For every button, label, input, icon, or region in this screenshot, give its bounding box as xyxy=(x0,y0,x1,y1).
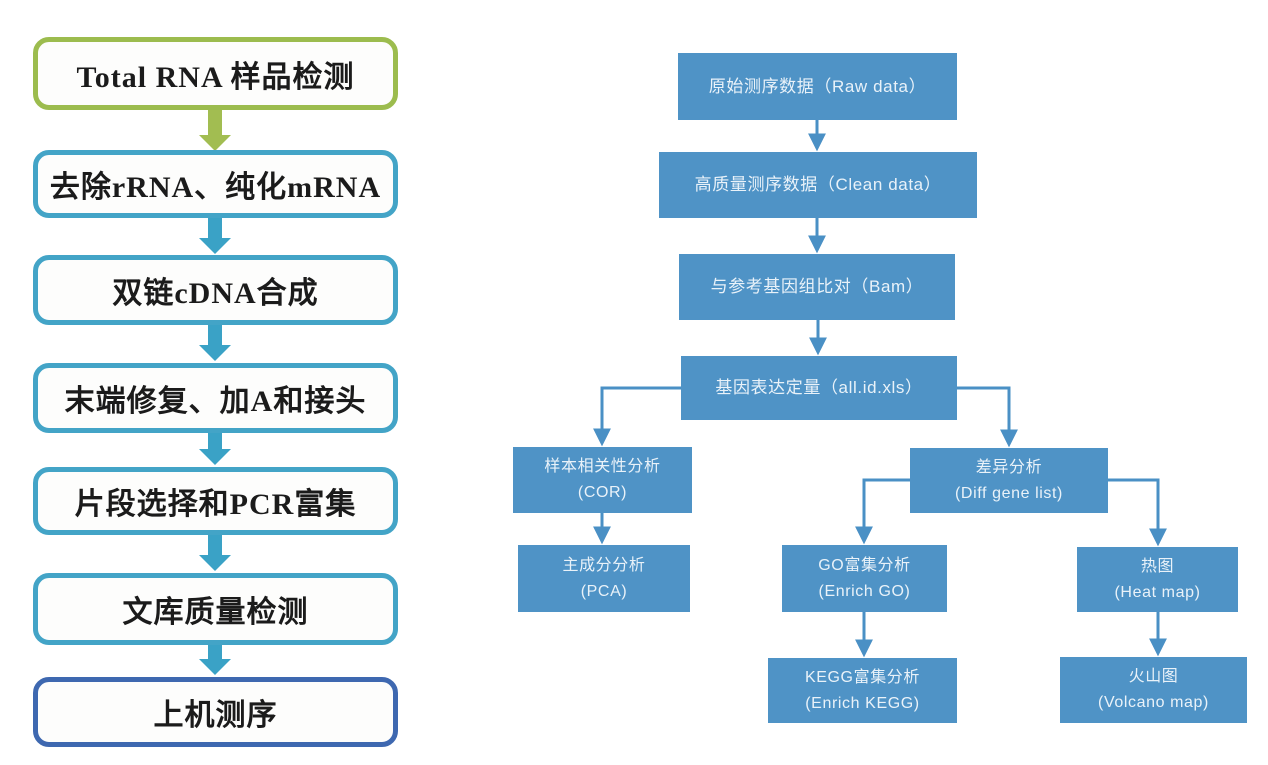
node-sublabel: (COR) xyxy=(577,484,628,501)
connector-quant-to-diff xyxy=(957,386,1018,448)
node-pca: 主成分分析 (PCA) xyxy=(518,545,690,612)
node-label: 热图 xyxy=(1140,557,1175,575)
node-heat-map: 热图 (Heat map) xyxy=(1077,547,1238,612)
node-sublabel: (Enrich KEGG) xyxy=(805,694,920,712)
step-size-selection-pcr-enrichment: 片段选择和PCR富集 xyxy=(33,467,398,535)
connector-diff-to-heatmap xyxy=(1108,478,1167,547)
node-label: 火山图 xyxy=(1128,668,1179,685)
node-label: 样本相关性分析 xyxy=(544,458,661,475)
node-raw-data: 原始测序数据（Raw data） xyxy=(678,53,957,120)
step-end-repair-a-tailing-adapter: 末端修复、加A和接头 xyxy=(33,363,398,433)
node-sublabel: (Enrich GO) xyxy=(818,582,911,600)
down-arrow-icon xyxy=(199,431,231,465)
node-label: 差异分析 xyxy=(975,458,1043,476)
node-go-enrichment: GO富集分析 (Enrich GO) xyxy=(782,545,947,612)
node-label: 高质量测序数据（Clean data） xyxy=(694,175,942,194)
node-clean-data: 高质量测序数据（Clean data） xyxy=(659,152,977,218)
step-total-rna-qc: Total RNA 样品检测 xyxy=(33,37,398,110)
node-sublabel: (Volcano map) xyxy=(1098,694,1209,711)
node-volcano-map: 火山图 (Volcano map) xyxy=(1060,657,1247,723)
node-sublabel: (Diff gene list) xyxy=(954,484,1063,502)
down-arrow-icon xyxy=(199,108,231,151)
node-label: 原始测序数据（Raw data） xyxy=(708,76,927,96)
node-sublabel: (Heat map) xyxy=(1114,583,1201,601)
node-sample-correlation-cor: 样本相关性分析 (COR) xyxy=(513,447,692,513)
node-bam-alignment: 与参考基因组比对（Bam） xyxy=(679,254,955,320)
node-kegg-enrichment: KEGG富集分析 (Enrich KEGG) xyxy=(768,658,957,723)
node-label: GO富集分析 xyxy=(818,556,911,574)
node-label: 主成分分析 xyxy=(562,556,646,574)
node-diff-analysis: 差异分析 (Diff gene list) xyxy=(910,448,1108,513)
down-arrow-icon xyxy=(199,533,231,571)
node-label: KEGG富集分析 xyxy=(804,668,921,686)
connector-quant-to-cor xyxy=(593,386,681,447)
node-gene-expression-quantification: 基因表达定量（all.id.xls） xyxy=(681,356,957,420)
down-arrow-icon xyxy=(199,323,231,361)
down-arrow-icon xyxy=(199,643,231,675)
step-sequencing: 上机测序 xyxy=(33,677,398,747)
step-double-strand-cdna-synthesis: 双链cDNA合成 xyxy=(33,255,398,325)
node-label: 基因表达定量（all.id.xls） xyxy=(715,378,923,397)
down-arrow-icon xyxy=(199,216,231,254)
node-label: 与参考基因组比对（Bam） xyxy=(710,277,924,296)
step-library-quality-check: 文库质量检测 xyxy=(33,573,398,645)
connector-diff-to-go xyxy=(855,478,910,545)
node-sublabel: (PCA) xyxy=(580,582,628,600)
step-rrna-removal-mrna-purification: 去除rRNA、纯化mRNA xyxy=(33,150,398,218)
